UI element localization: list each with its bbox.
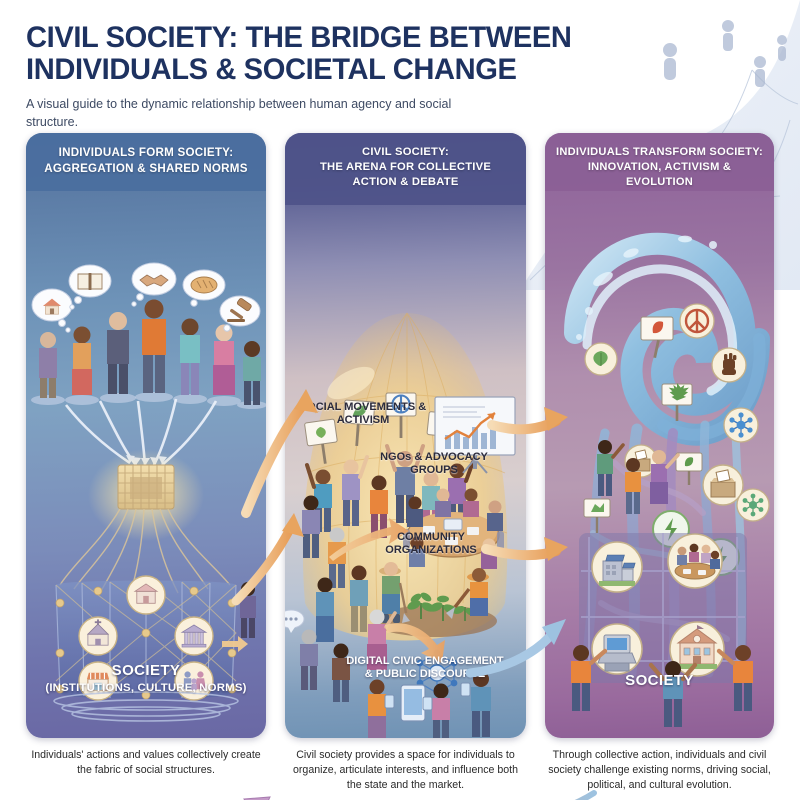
gavel-icon: [227, 298, 252, 322]
small-right-arrow: [222, 636, 248, 652]
protest-sign-icon: [640, 316, 674, 359]
institution-medallions-right: [591, 533, 725, 677]
society-label-right: SOCIETY: [625, 671, 694, 689]
ngo-meeting-table: [403, 488, 504, 569]
book-icon: [77, 273, 103, 290]
panel-2-artwork: [285, 133, 526, 738]
weave-knot: [117, 464, 175, 510]
gardener-right: [446, 568, 489, 619]
church-icon: [78, 616, 118, 656]
panel-3-header-line2: INNOVATION, ACTIVISM & EVOLUTION: [587, 160, 732, 188]
panel-3-header: INDIVIDUALS TRANSFORM SOCIETY: INNOVATIO…: [545, 133, 774, 190]
panel-1-artwork: [26, 133, 266, 722]
reaching-people: [571, 440, 753, 727]
garden-plants: [407, 592, 477, 621]
label-community-organizations: COMMUNITY ORGANIZATIONS: [385, 531, 477, 557]
society-label-left: SOCIETY (INSTITUTIONS, CULTURE, NORMS): [26, 662, 266, 696]
speech-bubble-icon: [285, 609, 305, 633]
ballot-box-icon: [702, 464, 744, 506]
thought-bubbles: [31, 262, 261, 333]
peace-icon: [391, 394, 411, 414]
school-icon: [669, 621, 725, 677]
panel-2-header-line1: CIVIL SOCIETY:: [361, 146, 449, 158]
panel-individuals-transform-society[interactable]: INDIVIDUALS TRANSFORM SOCIETY: INNOVATIO…: [545, 133, 774, 738]
caption-row: Individuals' actions and values collecti…: [0, 748, 800, 800]
shop-icon: [78, 661, 118, 701]
house-icon: [126, 575, 166, 615]
raised-fist-icon: [711, 347, 747, 383]
people-group-top: [31, 299, 266, 409]
bank-icon: [174, 616, 214, 656]
handshake-icon: [139, 274, 169, 287]
meeting-people: [407, 488, 503, 569]
panel-2-header-line2: THE ARENA FOR COLLECTIVE: [319, 161, 492, 173]
meeting-table-icon: [667, 533, 723, 589]
caption-panel-1: Individuals' actions and values collecti…: [31, 749, 261, 777]
phone-users: [368, 671, 491, 738]
panel-1-header-line2: AGGREGATION & SHARED NORMS: [44, 161, 248, 175]
panel-2-header-line3: ACTION & DEBATE: [352, 176, 459, 188]
leaf-icon: [584, 342, 618, 376]
computer-kiosk-icon: [591, 623, 643, 675]
label-ngos-advocacy: NGOs & ADVOCACY GROUPS: [380, 451, 488, 477]
institution-medallions: [78, 575, 214, 701]
label-digital-civic-engagement: DIGITAL CIVIC ENGAGEMENT & PUBLIC DISCOU…: [346, 655, 504, 681]
bread-icon: [190, 276, 218, 294]
panel-3-artwork: [545, 133, 774, 727]
label-social-movements: SOCIAL MOVEMENTS & ACTIVISM: [299, 401, 427, 427]
page-title: CIVIL SOCIETY: THE BRIDGE BETWEEN INDIVI…: [26, 21, 572, 87]
panel-2-header: CIVIL SOCIETY: THE ARENA FOR COLLECTIVE …: [285, 133, 526, 190]
network-node-icon: [736, 488, 770, 522]
house-icon: [42, 298, 62, 315]
solar-building-icon: [591, 541, 643, 593]
network-node-icon: [723, 407, 759, 443]
presentation-screen: [434, 396, 516, 474]
panel-container: INDIVIDUALS FORM SOCIETY: AGGREGATION & …: [0, 133, 800, 800]
society-lattice-cage: [53, 575, 239, 722]
feedback-loop-arrow: FEEDBACK: NEW NORMS SHAPE FUTURE INDIVID…: [222, 781, 597, 800]
panel-3-header-line1: INDIVIDUALS TRANSFORM SOCIETY:: [556, 146, 763, 158]
wave-icons: [583, 303, 770, 576]
panel-individuals-form-society[interactable]: INDIVIDUALS FORM SOCIETY: AGGREGATION & …: [26, 133, 266, 738]
internal-flow-arrows: [329, 518, 445, 663]
protest-sign-icon: [583, 498, 611, 533]
panel-1-header: INDIVIDUALS FORM SOCIETY: AGGREGATION & …: [26, 133, 266, 176]
protest-sign-small-icon: [675, 452, 703, 485]
maple-leaf-icon: [661, 383, 693, 421]
caption-panel-3: Through collective action, individuals a…: [548, 749, 771, 792]
infographic-header: CIVIL SOCIETY: THE BRIDGE BETWEEN INDIVI…: [0, 0, 800, 128]
society-sublabel-left: (INSTITUTIONS, CULTURE, NORMS): [45, 682, 247, 695]
caption-panel-2: Civil society provides a space for indiv…: [293, 749, 518, 792]
panel-1-header-line1: INDIVIDUALS FORM SOCIETY:: [58, 146, 234, 159]
page-subtitle: A visual guide to the dynamic relationsh…: [26, 96, 452, 129]
peace-icon: [679, 303, 715, 339]
people-group-right-edge: [240, 582, 256, 638]
family-icon: [174, 661, 214, 701]
panel-civil-society-arena[interactable]: CIVIL SOCIETY: THE ARENA FOR COLLECTIVE …: [285, 133, 526, 738]
